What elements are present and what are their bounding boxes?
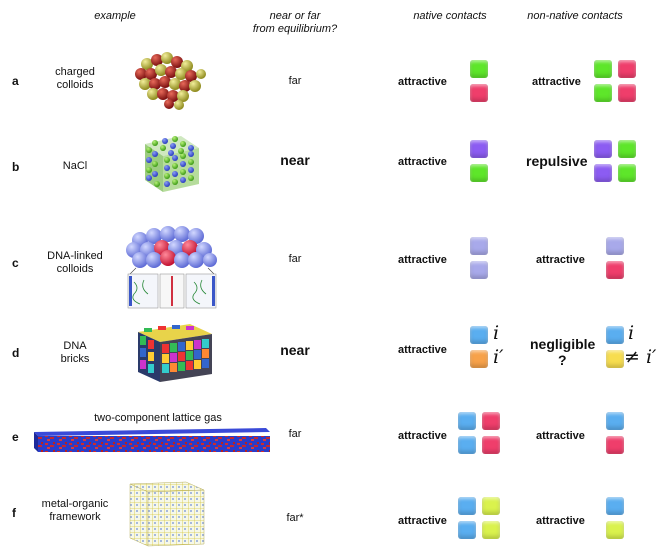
- row-f-example-line2: framework: [49, 511, 101, 523]
- row-a-nonnative-square-2: [618, 60, 636, 78]
- row-d-example: DNA bricks: [40, 340, 110, 366]
- row-b-native: attractive: [398, 156, 447, 168]
- row-c-nonnative-square-pink: [606, 261, 624, 279]
- row-b-nonnative-square-4: [618, 164, 636, 182]
- row-a-example-line2: colloids: [56, 79, 94, 91]
- header-equilibrium-line1: near or far: [269, 10, 321, 22]
- row-f-native-square-3: [458, 521, 476, 539]
- row-d-nonnative-square-yellow: [606, 350, 624, 368]
- row-d-example-line2: bricks: [60, 353, 90, 365]
- row-d-native-square-blue: [470, 326, 488, 344]
- row-d-nonnative-label-i: i: [628, 322, 635, 344]
- row-b-nonnative-square-1: [594, 140, 612, 158]
- row-c-nonnative: attractive: [536, 254, 585, 266]
- row-f-nonnative-square-lime: [606, 521, 624, 539]
- row-e-nonnative-square-blue: [606, 412, 624, 430]
- row-f-native: attractive: [398, 515, 447, 527]
- row-f-nonnative: attractive: [536, 515, 585, 527]
- row-b-native-square-green: [470, 164, 488, 182]
- row-e-native-square-2: [482, 412, 500, 430]
- header-equilibrium: near or far from equilibrium?: [235, 10, 355, 36]
- row-f-native-square-1: [458, 497, 476, 515]
- row-a-label: a: [12, 74, 19, 88]
- row-f-native-square-2: [482, 497, 500, 515]
- row-c-example-line1: DNA-linked: [47, 250, 103, 262]
- row-b-equilibrium: near: [280, 152, 310, 168]
- row-f-example-line1: metal-organic: [41, 498, 109, 510]
- row-c-example: DNA-linked colloids: [35, 250, 115, 276]
- row-f-equilibrium: far*: [286, 512, 304, 524]
- row-d-equilibrium: near: [280, 342, 310, 358]
- header-equilibrium-line2: from equilibrium?: [252, 23, 338, 35]
- row-b-nonnative: repulsive: [526, 153, 588, 169]
- row-b-label: b: [12, 160, 20, 174]
- mof-image: [129, 481, 205, 547]
- charged-colloids-image: [135, 52, 206, 110]
- row-f-native-square-4: [482, 521, 500, 539]
- row-c-native-square-2: [470, 261, 488, 279]
- dna-linked-colloids-image: [126, 226, 217, 309]
- row-b-nonnative-square-3: [594, 164, 612, 182]
- row-d-native-square-orange: [470, 350, 488, 368]
- dna-bricks-image: [138, 324, 212, 382]
- row-e-native: attractive: [398, 430, 447, 442]
- row-d-label: d: [12, 346, 20, 360]
- row-e-native-square-4: [482, 436, 500, 454]
- header-native: native contacts: [413, 10, 487, 22]
- row-e-native-square-1: [458, 412, 476, 430]
- row-d-nonnative-question: ?: [558, 352, 567, 368]
- row-a-nonnative-square-3: [594, 84, 612, 102]
- row-d-nonnative: negligible: [530, 336, 596, 352]
- row-b-native-square-purple: [470, 140, 488, 158]
- row-d-nonnative-label-neq-iprime: ≠ i′: [624, 346, 657, 368]
- row-e-equilibrium: far: [288, 428, 302, 440]
- row-d-native: attractive: [398, 344, 447, 356]
- row-a-equilibrium: far: [288, 75, 302, 87]
- header-example: example: [94, 10, 136, 22]
- row-c-nonnative-square-lavender: [606, 237, 624, 255]
- row-f-label: f: [12, 506, 16, 520]
- row-b-example: NaCl: [40, 160, 110, 173]
- row-c-equilibrium: far: [288, 253, 302, 265]
- row-c-label: c: [12, 256, 19, 270]
- row-c-native: attractive: [398, 254, 447, 266]
- row-e-example: two-component lattice gas: [94, 412, 222, 424]
- row-b-nonnative-square-2: [618, 140, 636, 158]
- row-d-native-label-i: i: [493, 322, 500, 344]
- row-e-native-square-3: [458, 436, 476, 454]
- row-e-label: e: [12, 430, 19, 444]
- row-a-native-square-green: [470, 60, 488, 78]
- row-e-nonnative-square-pink: [606, 436, 624, 454]
- row-c-example-line2: colloids: [56, 263, 94, 275]
- lattice-gas-image: [34, 428, 270, 452]
- nacl-crystal-image: [145, 136, 199, 192]
- header-nonnative: non-native contacts: [527, 10, 623, 22]
- row-a-nonnative-square-4: [618, 84, 636, 102]
- row-a-example: charged colloids: [40, 66, 110, 92]
- row-e-nonnative: attractive: [536, 430, 585, 442]
- row-d-nonnative-square-blue: [606, 326, 624, 344]
- row-d-example-line1: DNA: [63, 340, 87, 352]
- row-a-nonnative: attractive: [532, 76, 581, 88]
- row-c-native-square-1: [470, 237, 488, 255]
- row-a-nonnative-square-1: [594, 60, 612, 78]
- row-a-example-line1: charged: [55, 66, 95, 78]
- row-a-native-square-pink: [470, 84, 488, 102]
- row-a-native: attractive: [398, 76, 447, 88]
- row-f-example: metal-organic framework: [30, 498, 120, 524]
- row-f-nonnative-square-blue: [606, 497, 624, 515]
- row-b-example-line1: NaCl: [62, 160, 88, 172]
- row-d-native-label-iprime: i′: [493, 346, 504, 368]
